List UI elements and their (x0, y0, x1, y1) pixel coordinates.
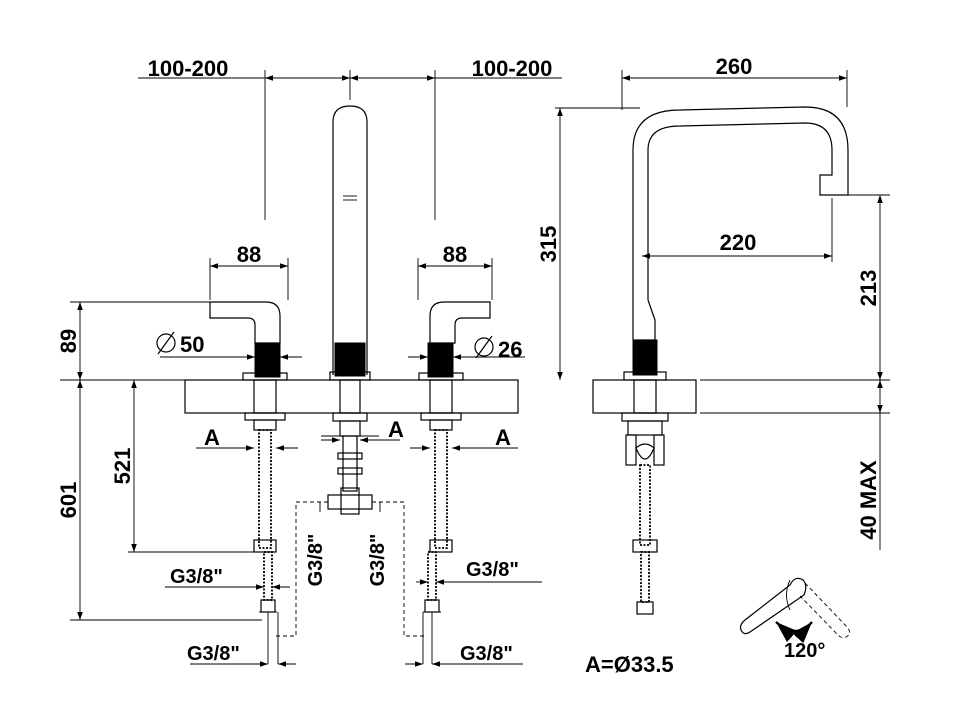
below-deck-total-label: 601 (56, 482, 81, 519)
thread-left-lower-label: G3/8" (187, 643, 240, 665)
deck-thickness-label: 40 MAX (856, 460, 881, 540)
dim-spread-left: 100-200 (138, 56, 351, 220)
thread-right-lower-label: G3/8" (460, 643, 513, 665)
above-deck-label: 89 (56, 329, 81, 353)
thread-right-upper-label: G3/8" (466, 559, 519, 581)
dim-deck-thickness: 40 MAX (856, 380, 883, 550)
left-valve (209, 301, 288, 664)
hole-note: A=Ø33.5 (585, 652, 674, 677)
below-deck-hose-label: 521 (110, 448, 135, 485)
connection-hoses-dashed (275, 501, 425, 637)
side-spout (621, 106, 849, 615)
thread-center-right-label: G3/8" (367, 534, 389, 587)
dim-below-deck-total: 601 (56, 380, 262, 621)
dim-reach: 260 (621, 54, 848, 110)
section-marks: A A A (196, 417, 518, 451)
height-label: 315 (536, 226, 561, 263)
reach-label: 260 (716, 54, 753, 79)
section-mark-right: A (495, 425, 511, 450)
section-mark-center: A (388, 417, 404, 442)
thread-left-upper-label: G3/8" (170, 566, 223, 588)
diameter-right-label: 26 (498, 337, 522, 362)
rotation-arrow-icon (739, 577, 851, 644)
dim-below-deck-hose: 521 (110, 380, 254, 553)
dim-diameter-left: 50 (156, 331, 302, 360)
thread-callouts: G3/8" G3/8" G3/8" G3/8" G3/8" G3/8" (165, 534, 542, 667)
handle-width-right-label: 88 (443, 242, 467, 267)
center-spout (321, 105, 379, 515)
diameter-icon (474, 335, 494, 359)
deck-section-front (60, 379, 519, 414)
dim-diameter-right: 26 (408, 335, 525, 362)
dim-above-deck: 89 (56, 301, 210, 380)
dim-height: 315 (536, 107, 640, 380)
spout-reach-label: 220 (720, 230, 757, 255)
diameter-left-label: 50 (180, 332, 204, 357)
thread-center-left-label: G3/8" (305, 534, 327, 587)
dim-spout-height: 213 (836, 194, 890, 380)
spread-right-label: 100-200 (472, 56, 553, 81)
right-valve (418, 301, 491, 664)
rotation-label: 120° (784, 640, 825, 662)
dim-spout-reach: 220 (642, 198, 833, 262)
handle-width-left-label: 88 (237, 242, 261, 267)
spout-height-label: 213 (856, 270, 881, 307)
dim-handle-width-right: 88 (417, 242, 493, 300)
section-mark-left: A (204, 425, 220, 450)
spread-left-label: 100-200 (148, 56, 229, 81)
diameter-icon (156, 331, 176, 355)
dim-handle-width-left: 88 (209, 242, 289, 300)
dim-spread-right: 100-200 (350, 56, 562, 220)
deck-section-side (592, 379, 890, 414)
